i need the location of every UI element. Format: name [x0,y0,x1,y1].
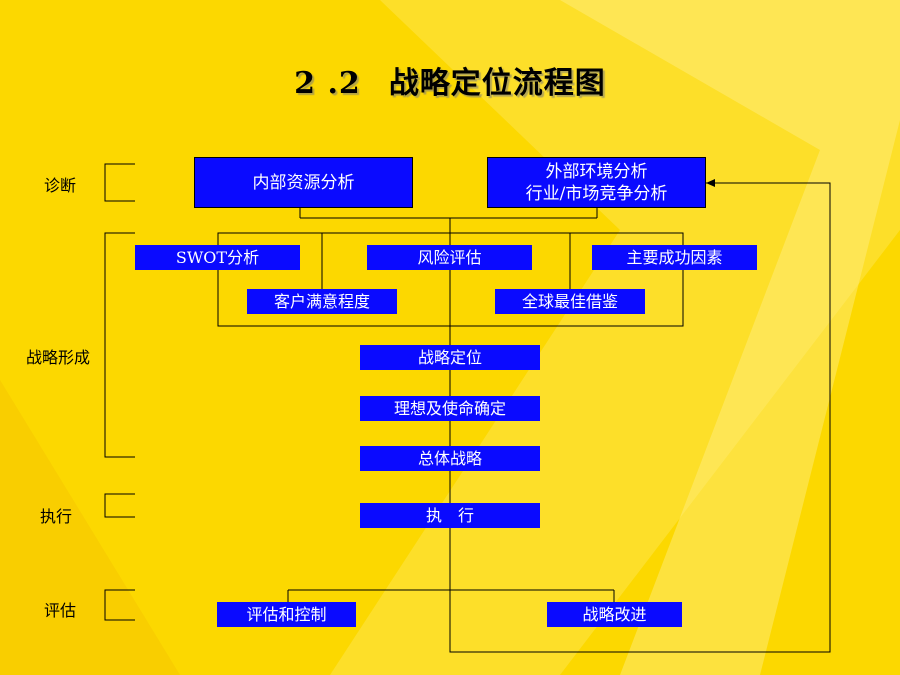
title-text: 战略定位流程图 [388,66,606,101]
stage-label-formation: 战略形成 [26,348,91,367]
stage-label-execution: 执行 [40,507,73,526]
box-global-best: 全球最佳借鉴 [495,289,645,314]
box-vision-mission: 理想及使命确定 [360,396,540,421]
box-overall-strategy: 总体战略 [360,446,540,471]
box-customer-satisfaction: 客户满意程度 [247,289,397,314]
box-execute: 执 行 [360,503,540,528]
box-risk: 风险评估 [367,245,532,270]
external-line-2: 行业/市场竞争分析 [525,183,668,204]
stage-label-diagnosis: 诊断 [44,176,77,195]
title-number: 2 .2 [294,66,361,101]
box-positioning: 战略定位 [360,345,540,370]
box-key-success: 主要成功因素 [592,245,757,270]
box-improve: 战略改进 [547,602,682,627]
stage-label-evaluation: 评估 [44,601,77,620]
slide-title: 2 .2 战略定位流程图 [0,58,900,102]
external-line-1: 外部环境分析 [545,161,648,182]
box-internal-resources: 内部资源分析 [194,157,413,208]
box-evaluate-control: 评估和控制 [217,602,356,627]
box-external-analysis: 外部环境分析 行业/市场竞争分析 [487,157,706,208]
box-swot: SWOT分析 [135,245,300,270]
